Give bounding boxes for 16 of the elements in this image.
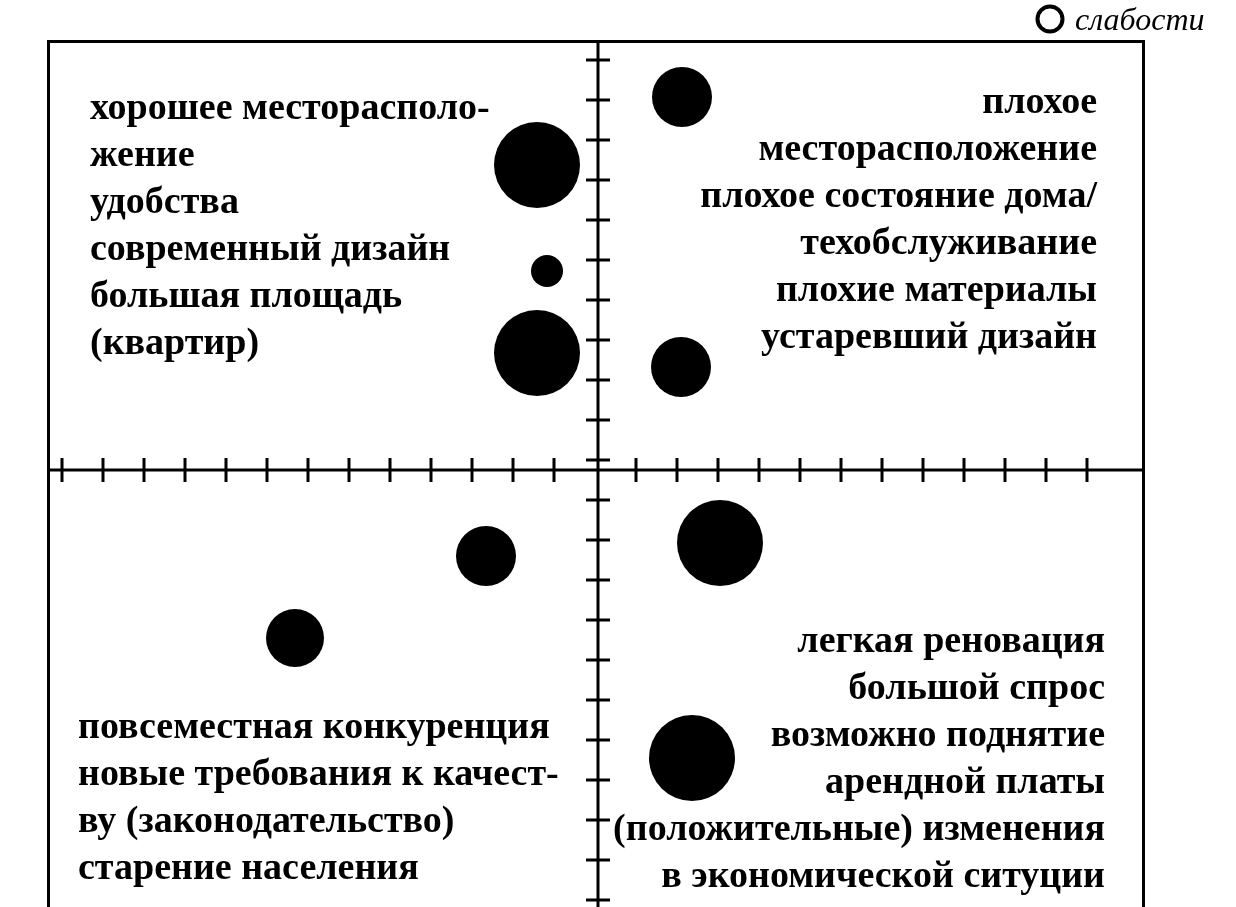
factor-text: удобства (90, 178, 239, 223)
factor-text: повсеместная конкуренция (78, 703, 550, 748)
factor-text: возможно поднятие арендной платы (769, 711, 1105, 803)
factor-text: большая площадь (квартир) (90, 272, 404, 364)
factor-text: новые требования к качест-ву (законодательство) (78, 750, 560, 842)
factor-text: плохое месторасположение (757, 78, 1097, 170)
factor-text: плохие материалы (775, 266, 1097, 311)
factor-text: легкая реновация (797, 617, 1105, 662)
factor-text: большой спрос (848, 664, 1105, 709)
factor-text: (положительные) изменения в экономической ситуции (612, 805, 1105, 897)
quadrant-panel (598, 40, 1145, 470)
factor-text: современный дизайн (90, 225, 451, 270)
factor-text: устаревший дизайн (761, 313, 1097, 358)
quadrant-panel (47, 40, 598, 470)
factor-text: старение населения (78, 844, 419, 889)
legend-label: слабости (1075, 0, 1205, 38)
